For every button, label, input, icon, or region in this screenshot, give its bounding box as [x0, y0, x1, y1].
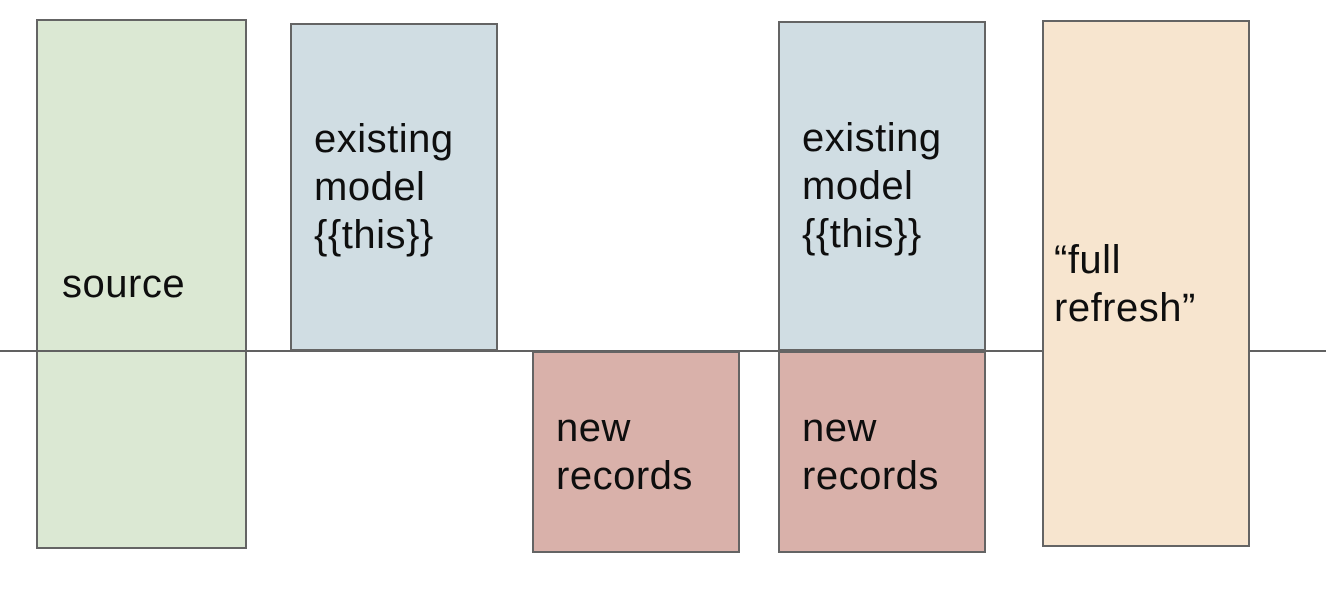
source-label: source [62, 262, 186, 306]
source-box: source [36, 19, 247, 549]
new-records-box-2: new records [778, 351, 986, 553]
new-records-label-1: new records [556, 406, 693, 498]
full-refresh-label: “full refresh” [1054, 237, 1196, 330]
new-records-label-2: new records [802, 406, 939, 498]
existing-model-label-1: existing model {{this}} [314, 117, 454, 257]
existing-model-box-2: existing model {{this}} [778, 21, 986, 351]
full-refresh-box: “full refresh” [1042, 20, 1250, 547]
existing-model-box-1: existing model {{this}} [290, 23, 498, 351]
new-records-box-1: new records [532, 351, 740, 553]
existing-model-label-2: existing model {{this}} [802, 116, 942, 256]
